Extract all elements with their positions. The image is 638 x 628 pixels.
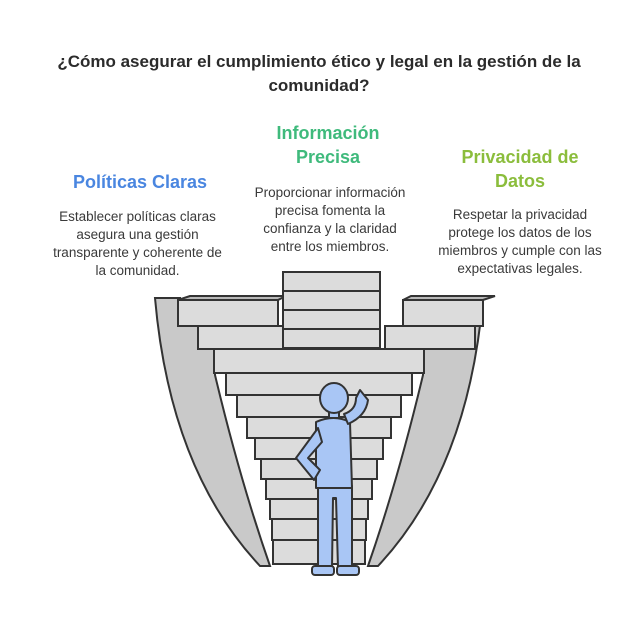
left-step (177, 299, 279, 327)
heading-informacion: Información Precisa (276, 123, 380, 167)
stair-step (213, 348, 425, 374)
description-politicas: Establecer políticas claras asegura una … (53, 209, 222, 278)
right-wall (366, 297, 485, 567)
right-step-cap (402, 295, 496, 301)
tower-block (282, 309, 381, 330)
left-wall (153, 297, 272, 567)
description-informacion: Proporcionar información precisa fomenta… (254, 185, 406, 254)
page-title: ¿Cómo asegurar el cumplimiento ético y l… (57, 52, 581, 95)
thinking-person-icon (295, 382, 369, 576)
tower-block (282, 290, 381, 311)
stair-step (236, 394, 402, 418)
stair-step (225, 372, 413, 396)
right-step (402, 299, 484, 327)
description-privacidad: Respetar la privacidad protege los datos… (438, 207, 602, 276)
right-step (384, 325, 476, 350)
tower-block (282, 271, 381, 292)
heading-privacidad: Privacidad de Datos (461, 147, 579, 191)
left-step-cap (177, 295, 287, 301)
heading-politicas: Políticas Claras (72, 172, 208, 192)
tower-block (282, 328, 381, 349)
